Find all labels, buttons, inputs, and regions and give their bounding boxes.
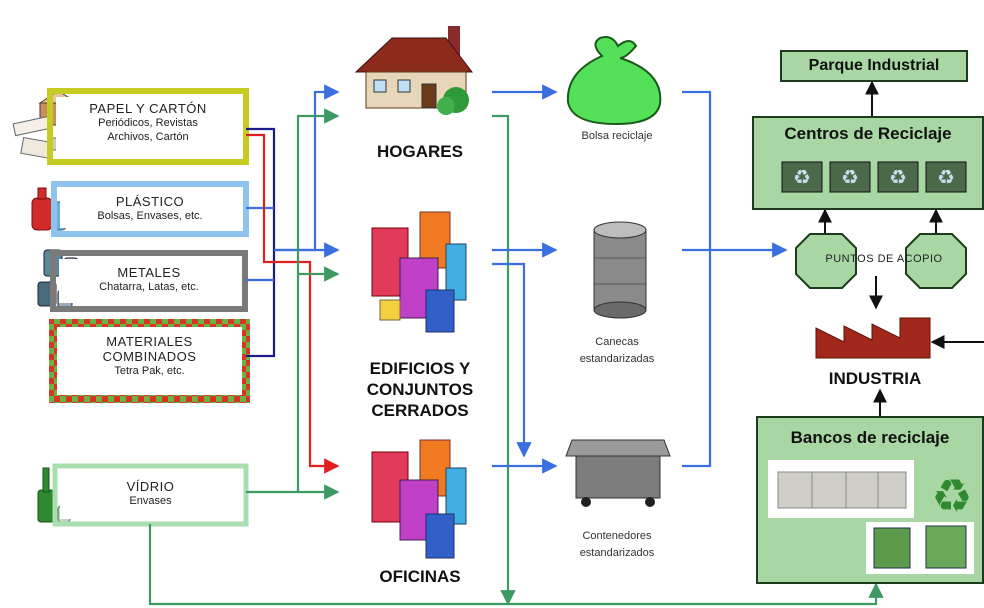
bancos-reciclaje-box: Bancos de reciclaje [756, 416, 984, 584]
collection-point-1 [795, 233, 857, 289]
metals-box-border [50, 250, 248, 312]
glass-box: VÍDRIO Envases [60, 471, 241, 519]
paper-title: PAPEL Y CARTÓN [89, 101, 207, 116]
label-industria: INDUSTRIA [828, 369, 922, 388]
metals-subtitle: Chatarra, Latas, etc. [99, 281, 199, 293]
buildings-icon [371, 211, 467, 333]
bancos-title: Bancos de reciclaje [790, 428, 950, 447]
combined-title: MATERIALES [106, 334, 193, 349]
label-bolsa: Bolsa reciclaje [581, 130, 653, 142]
label-canecas-line1: Canecas [595, 336, 639, 348]
metals-title: METALES [117, 265, 181, 280]
centros-title: Centros de Reciclaje [784, 124, 952, 143]
offices-icon [371, 439, 467, 559]
label-contenedores-line2: estandarizados [579, 547, 655, 559]
paper-subtitle-2: Archivos, Cartón [107, 131, 189, 143]
combined-box-border [49, 319, 250, 403]
standard-container-icon [565, 439, 671, 507]
label-oficinas: OFICINAS [379, 567, 461, 586]
plastic-subtitle: Bolsas, Envases, etc. [97, 210, 203, 222]
paper-cardboard-box: PAPEL Y CARTÓN Periódicos, Revistas Arch… [56, 97, 240, 156]
recycling-bag-icon [566, 36, 662, 126]
centros-reciclaje-box: Centros de Reciclaje [752, 116, 984, 210]
label-contenedores: Contenedores estandarizados [552, 528, 682, 562]
metals-box: METALES Chatarra, Latas, etc. [59, 259, 239, 303]
label-canecas-line2: estandarizadas [579, 353, 655, 365]
glass-title: VÍDRIO [126, 479, 175, 494]
combined-title-2: COMBINADOS [102, 349, 197, 364]
combined-materials-box: MATERIALES COMBINADOS Tetra Pak, etc. [60, 330, 239, 392]
factory-icon [815, 317, 931, 359]
label-edificios: EDIFICIOS Y CONJUNTOS CERRADOS [340, 358, 500, 421]
label-edificios-line2: CONJUNTOS [366, 380, 474, 399]
paper-subtitle: Periódicos, Revistas [98, 117, 198, 129]
label-edificios-line1: EDIFICIOS Y [369, 359, 471, 378]
combined-subtitle: Tetra Pak, etc. [114, 365, 185, 377]
label-hogares: HOGARES [377, 142, 463, 161]
glass-subtitle: Envases [129, 495, 172, 507]
paper-box-border [47, 88, 249, 165]
label-puntos-acopio: PUNTOS DE ACOPIO [825, 253, 943, 265]
standard-can-icon [593, 221, 647, 319]
plastic-box: PLÁSTICO Bolsas, Envases, etc. [60, 190, 240, 228]
collection-point-2 [905, 233, 967, 289]
label-canecas: Canecas estandarizadas [552, 334, 682, 368]
house-icon [354, 26, 474, 115]
plastic-title: PLÁSTICO [115, 194, 185, 209]
label-edificios-line3: CERRADOS [371, 401, 469, 420]
parque-industrial-box: Parque Industrial [780, 50, 968, 82]
label-contenedores-line1: Contenedores [582, 530, 652, 542]
